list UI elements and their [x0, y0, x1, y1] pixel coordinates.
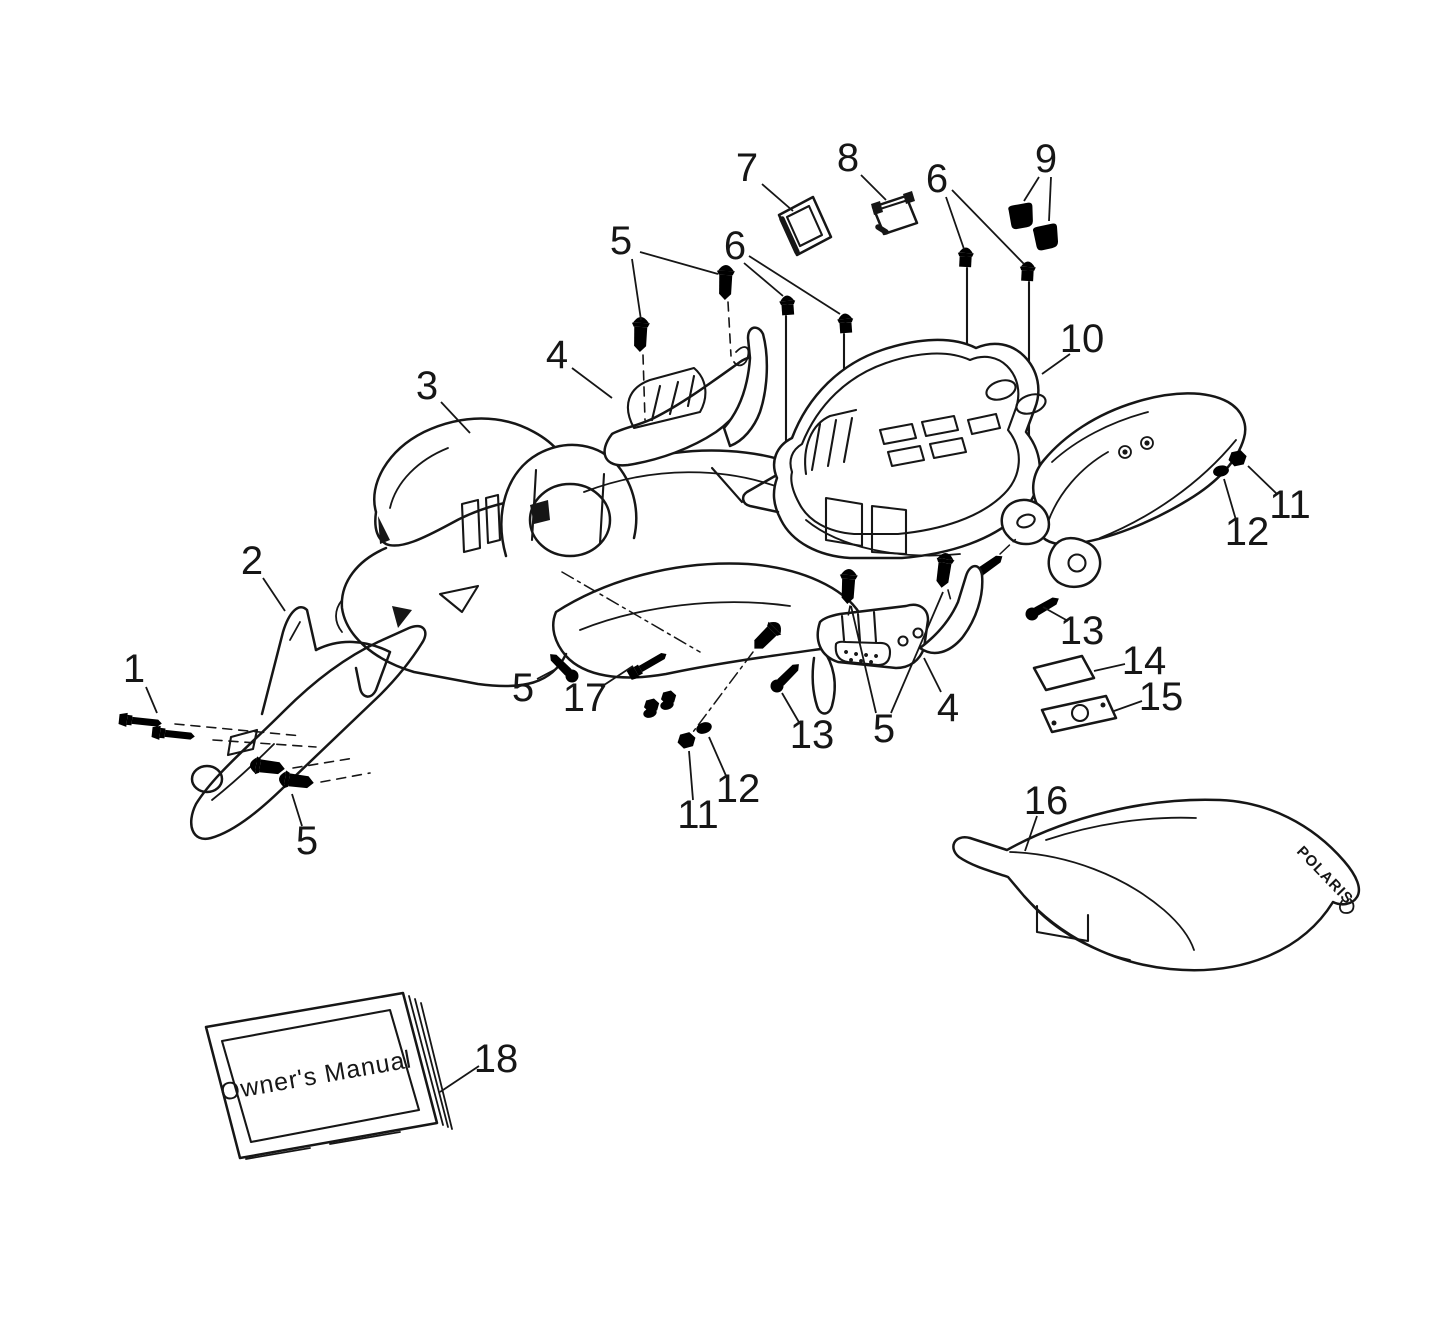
callout-18-leader [439, 1065, 480, 1093]
pad-14 [1032, 654, 1096, 692]
callout-1-leader [145, 686, 158, 714]
screw-5-front-pair [248, 755, 371, 792]
callout-5-leader [631, 258, 642, 321]
owners-manual: Owner's Manual [204, 991, 453, 1160]
callout-2-leader [262, 577, 286, 612]
callout-5-leader [291, 793, 303, 827]
callout-14-label: 14 [1122, 639, 1167, 683]
callout-13-label: 13 [1060, 609, 1105, 653]
callout-12-leader [708, 736, 728, 779]
callout-5-leader [536, 668, 557, 680]
side-panel-right [816, 564, 984, 670]
callout-16-label: 16 [1024, 779, 1069, 823]
callout-3-label: 3 [416, 364, 438, 408]
callout-7-leader [761, 183, 794, 212]
callout-10-leader [1041, 353, 1071, 375]
callout-10-label: 10 [1060, 317, 1105, 361]
callout-9-leader [1048, 176, 1052, 222]
callout-12-label: 12 [716, 767, 761, 811]
callout-13-label: 13 [790, 713, 835, 757]
callout-4-label: 4 [546, 333, 568, 377]
callout-4-leader [571, 367, 613, 399]
callout-4-leader [923, 657, 942, 693]
callout-11-leader [688, 750, 694, 801]
callout-7-label: 7 [736, 146, 758, 190]
rear-fender [1000, 392, 1247, 589]
callout-12-label: 12 [1225, 510, 1270, 554]
callout-8-leader [860, 174, 887, 201]
callout-6-leader [951, 189, 1025, 265]
callout-11-label: 11 [1269, 483, 1311, 527]
callout-6-leader [743, 262, 784, 297]
plate-8 [871, 191, 919, 236]
callout-9-leader [1023, 176, 1040, 202]
line-art: POLARIS Owner's Manual [118, 191, 1361, 1160]
side-panel-left [603, 326, 769, 467]
callout-5-leader [850, 605, 877, 714]
callout-8-label: 8 [837, 136, 859, 180]
callout-5-leader [639, 251, 719, 275]
center-fastener-cluster [642, 617, 786, 750]
callout-17-label: 17 [563, 676, 608, 720]
callout-16-leader [1024, 815, 1038, 852]
plate-15 [1040, 694, 1118, 734]
callout-9-label: 9 [1035, 137, 1057, 181]
plate-7 [777, 195, 833, 257]
callout-13-leader [781, 692, 801, 725]
callout-11-label: 11 [677, 793, 719, 837]
callout-5-leader [890, 591, 944, 714]
callout-14-leader [1093, 663, 1126, 672]
callout-6-label: 6 [926, 157, 948, 201]
callout-5-label: 5 [296, 819, 318, 863]
callout-12-leader [1223, 478, 1237, 521]
rear-body-tub [741, 338, 1047, 560]
callout-15-leader [1113, 700, 1143, 712]
callout-6-leader [748, 255, 841, 315]
callout-6-label: 6 [724, 224, 746, 268]
callout-3-leader [440, 401, 471, 434]
callout-5-label: 5 [873, 707, 895, 751]
front-bumper-cover [190, 606, 427, 841]
callout-15-label: 15 [1139, 675, 1184, 719]
callout-6-leader [945, 196, 965, 250]
callout-4-label: 4 [937, 686, 959, 730]
screw-5-top-pair [630, 264, 736, 421]
callout-2-label: 2 [241, 539, 263, 583]
screw-5-rear-pair [838, 551, 956, 618]
callout-18-label: 18 [474, 1037, 519, 1081]
bolt-rear-mount [967, 537, 1018, 584]
callout-13-leader [1042, 606, 1069, 622]
callout-5-label: 5 [512, 666, 534, 710]
seat: POLARIS [952, 798, 1361, 972]
callout-5-label: 5 [610, 219, 632, 263]
callout-17-leader [600, 665, 634, 688]
front-body-fender [335, 417, 866, 715]
callout-11-leader [1247, 465, 1278, 495]
callout-1-label: 1 [123, 647, 145, 691]
bolt-1-pair [118, 712, 317, 748]
